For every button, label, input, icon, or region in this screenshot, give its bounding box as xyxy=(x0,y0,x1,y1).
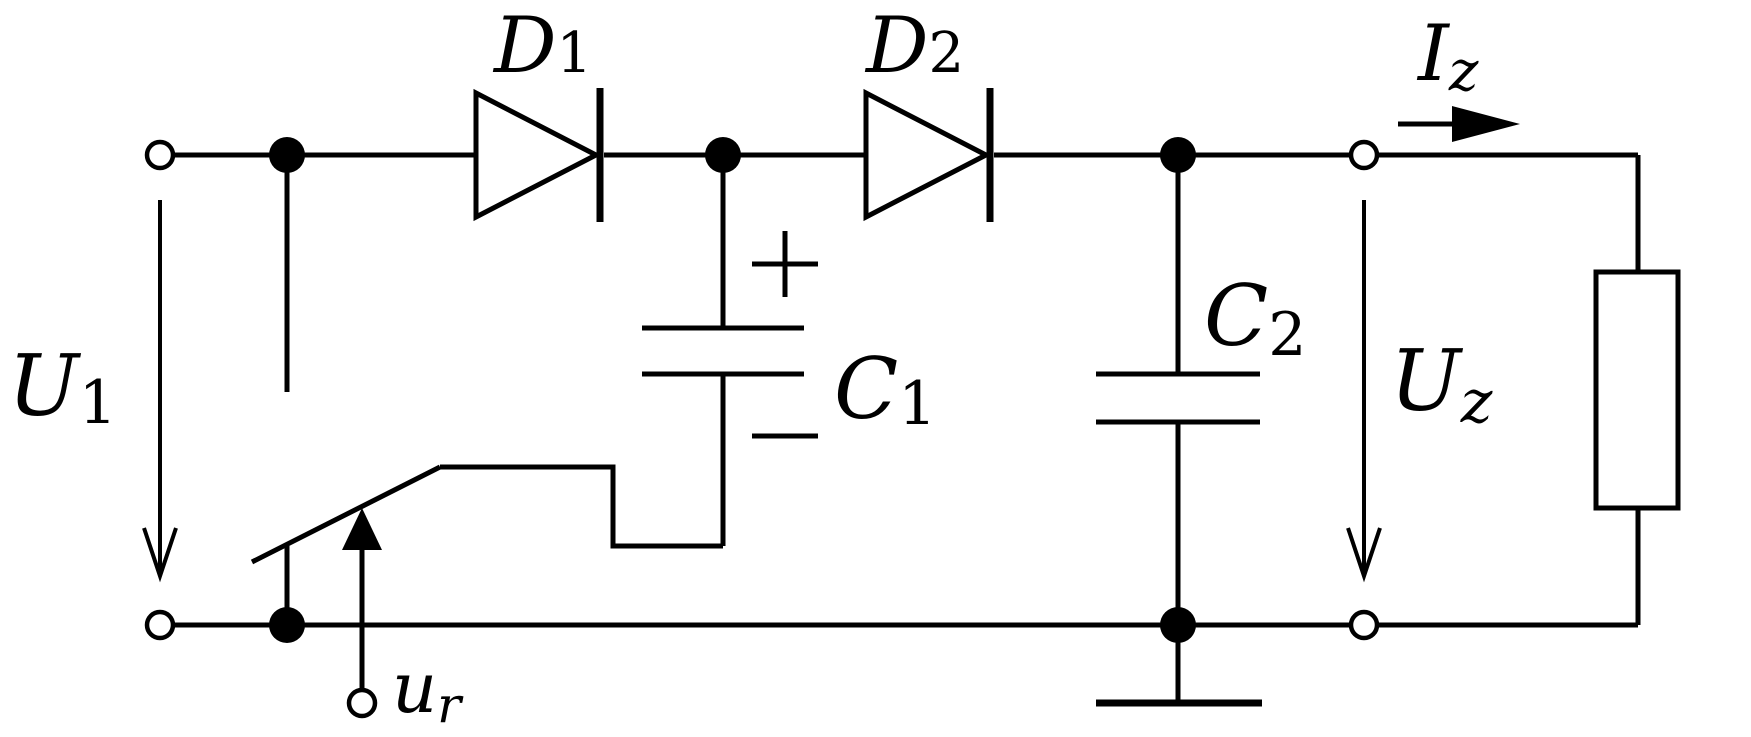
capacitor-c2 xyxy=(1096,155,1260,625)
label-iz: Iz xyxy=(1416,9,1479,104)
voltage-arrow-uz xyxy=(1346,200,1382,583)
terminal-control xyxy=(346,687,378,719)
terminals xyxy=(144,139,1380,719)
load-resistor xyxy=(1593,269,1681,511)
junction-dot xyxy=(1160,137,1196,173)
terminal-input-top xyxy=(144,139,176,171)
terminal-output-bottom xyxy=(1348,609,1380,641)
terminal-input-bottom xyxy=(144,609,176,641)
capacitor-c1 xyxy=(440,155,804,549)
label-d2: D2 xyxy=(864,1,964,91)
voltage-arrow-u1 xyxy=(142,200,178,583)
control-input-ur xyxy=(342,508,382,690)
label-u1: U1 xyxy=(8,337,117,438)
label-d1: D1 xyxy=(492,1,592,91)
diode-d2 xyxy=(863,88,994,222)
label-ur: ur xyxy=(392,647,464,734)
bottom-rail xyxy=(160,508,1641,628)
current-arrow-iz xyxy=(1398,106,1520,142)
junction-dot xyxy=(1160,607,1196,643)
top-rail xyxy=(160,152,1641,272)
junction-dot xyxy=(705,137,741,173)
junction-dot xyxy=(269,607,305,643)
junction-dot xyxy=(269,137,305,173)
junction-dots xyxy=(269,137,1196,643)
label-c1: C1 xyxy=(834,340,936,439)
terminal-output-top xyxy=(1348,139,1380,171)
label-c2: C2 xyxy=(1204,267,1306,370)
diode-d1 xyxy=(473,88,604,222)
plus-sign xyxy=(752,231,818,297)
label-uz: Uz xyxy=(1390,332,1493,437)
